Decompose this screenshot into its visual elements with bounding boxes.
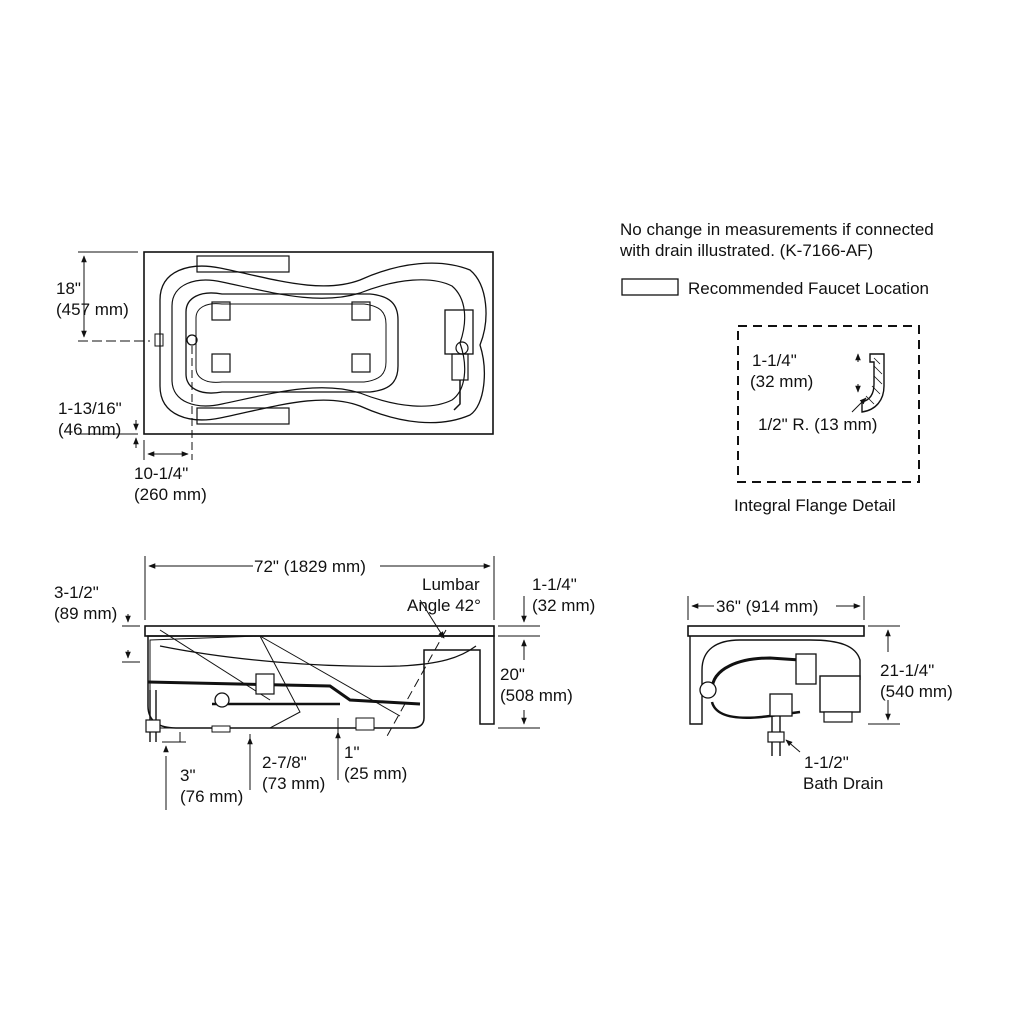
pump-motor: [451, 353, 469, 381]
side-view: [122, 556, 540, 810]
faucet-location-box-bottom: [196, 407, 290, 425]
side-drain-pos-mm: (73 mm): [262, 774, 326, 793]
jet: [211, 353, 231, 373]
side-foot-right: [355, 717, 375, 731]
faucet-location-box-top: [196, 255, 290, 273]
tub-body: [147, 635, 495, 729]
legend-faucet-box: [621, 278, 679, 296]
basin-outer: [159, 262, 487, 424]
note-line-1: No change in measurements if connected: [620, 220, 934, 239]
overflow: [154, 333, 164, 347]
flange-radius: 1/2" R. (13 mm): [758, 415, 878, 434]
detail-frame: [737, 325, 920, 483]
lumbar-line-1: Lumbar: [422, 575, 480, 594]
end-height-mm: (540 mm): [880, 682, 953, 701]
plan-width-mm: (457 mm): [56, 300, 129, 319]
end-body: [689, 636, 861, 725]
end-rim: [687, 625, 865, 637]
lumbar-line-2: Angle 42°: [407, 596, 481, 615]
plan-width-in: 18": [56, 279, 81, 298]
side-height-mm: (508 mm): [500, 686, 573, 705]
plan-drain-offset-in: 1-13/16": [58, 399, 122, 418]
jet: [351, 353, 371, 373]
flange-detail: [737, 325, 920, 483]
end-pump-icon: [819, 675, 861, 713]
jet: [211, 301, 231, 321]
end-drain-label: Bath Drain: [803, 774, 884, 793]
end-pump-base: [823, 711, 853, 723]
plan-drain-from-end-in: 10-1/4": [134, 464, 189, 483]
side-drain-icon: [214, 692, 230, 708]
side-drain-pos-in: 2-7/8": [262, 753, 307, 772]
basin-inner: [185, 292, 399, 394]
side-drain-drop-in: 3": [180, 766, 196, 785]
flange-height-in: 1-1/4": [752, 351, 797, 370]
side-rim-mm: (89 mm): [54, 604, 118, 623]
side-drain-drop-mm: (76 mm): [180, 787, 244, 806]
end-view: [687, 596, 900, 756]
end-drain-cap: [767, 731, 785, 743]
basin-middle: [171, 279, 466, 407]
pump-pipe: [453, 380, 461, 411]
side-flange-mm: (32 mm): [532, 596, 596, 615]
jet: [351, 301, 371, 321]
plan-view: [78, 251, 494, 460]
end-pipe-upper: [710, 656, 801, 691]
plan-drain-from-end-mm: (260 mm): [134, 485, 207, 504]
end-fitting: [699, 681, 717, 699]
basin-floor: [195, 303, 387, 383]
end-height-in: 21-1/4": [880, 661, 935, 680]
end-pump-valve: [795, 653, 817, 685]
pump-fitting: [455, 341, 469, 355]
note-line-2: with drain illustrated. (K-7166-AF): [620, 241, 874, 260]
flange-detail-title: Integral Flange Detail: [734, 496, 896, 515]
side-foot-left: [211, 725, 231, 733]
plan-drain-offset-mm: (46 mm): [58, 420, 122, 439]
end-width: 36" (914 mm): [716, 597, 819, 616]
pump-icon: [444, 309, 474, 355]
backrest-curve: [159, 645, 477, 667]
tub-outline: [143, 251, 494, 435]
end-drain-in: 1-1/2": [804, 753, 849, 772]
flange-height-mm: (32 mm): [750, 372, 814, 391]
drain-pipe: [149, 690, 157, 742]
drain-icon: [186, 334, 198, 346]
drain-cap: [145, 719, 161, 733]
side-foot-in: 1": [344, 743, 360, 762]
side-flange-in: 1-1/4": [532, 575, 577, 594]
side-pipe: [147, 680, 421, 706]
side-height-in: 20": [500, 665, 525, 684]
side-length: 72" (1829 mm): [254, 557, 366, 576]
side-foot-mm: (25 mm): [344, 764, 408, 783]
end-pump-elbow: [769, 693, 793, 717]
side-fitting: [255, 673, 275, 695]
side-rim-in: 3-1/2": [54, 583, 99, 602]
legend-label: Recommended Faucet Location: [688, 279, 929, 298]
